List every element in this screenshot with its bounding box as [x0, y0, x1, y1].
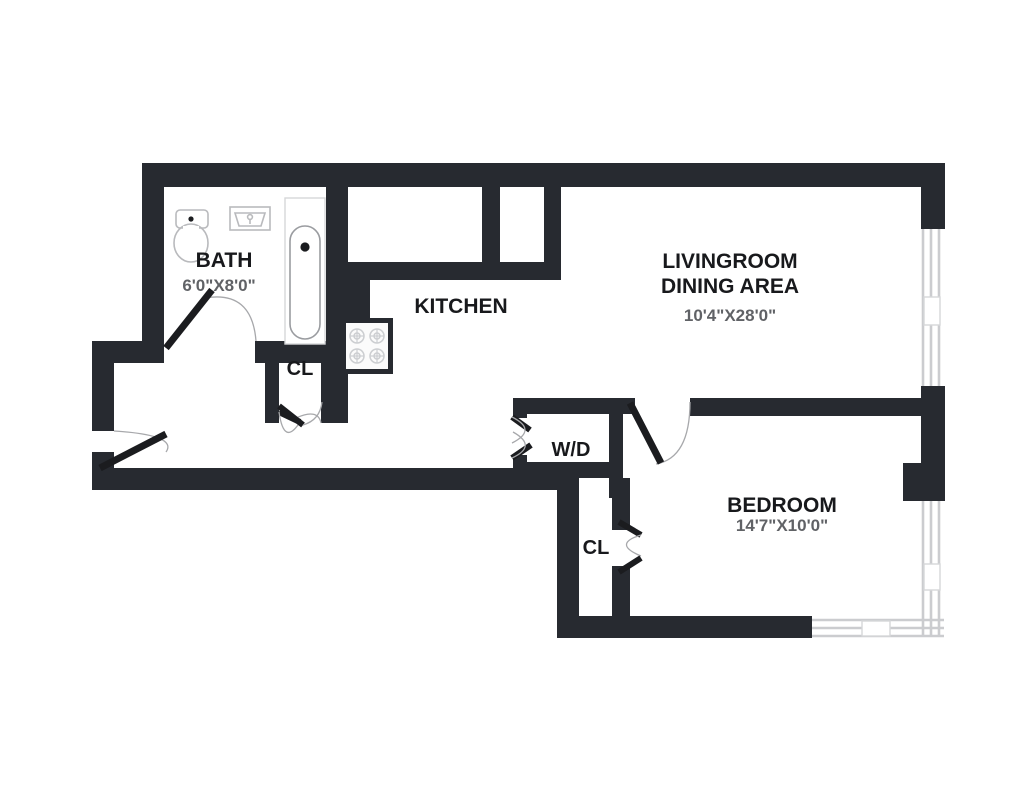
room-label-washer-dryer: W/D — [552, 439, 591, 461]
bath-fixtures-group — [173, 197, 326, 345]
wall-cl-upper-bottom-left — [265, 401, 279, 423]
entry-door — [98, 430, 169, 472]
wall-bedroom-bottom — [557, 616, 812, 638]
wall-bedroom-top — [690, 398, 923, 416]
closet-upper-door — [277, 401, 323, 433]
wall-cl-lower-top — [612, 478, 630, 530]
room-label-bedroom: BEDROOM — [727, 494, 837, 517]
room-dimension-bath: 6'0"X8'0" — [182, 276, 255, 295]
wall-bedroom-bottom-right — [790, 616, 812, 638]
doors-group — [98, 287, 691, 575]
wall-right-mid — [921, 386, 945, 501]
walls-group — [92, 163, 945, 638]
sink-icon — [229, 206, 271, 231]
wall-wd-left-top — [513, 398, 527, 418]
room-labels-group: BATH 6'0"X8'0" KITCHEN CL LIVINGROOM DIN… — [182, 249, 837, 559]
wall-left-jog-vertical — [92, 341, 114, 431]
room-label-kitchen: KITCHEN — [414, 295, 507, 318]
bathtub-icon — [284, 197, 326, 345]
wall-bedroom-left — [557, 478, 579, 638]
room-dimension-bedroom: 14'7"X10'0" — [736, 516, 828, 535]
wall-cl-lower-bottom — [612, 566, 630, 618]
stove-burner — [349, 348, 365, 364]
wall-bath-left — [142, 187, 164, 347]
wall-kitchen-counter — [348, 262, 500, 280]
wall-column-bedroom — [903, 463, 923, 501]
wall-kitchen-alcove-left — [482, 187, 500, 280]
wall-bath-right — [326, 187, 348, 347]
toilet-icon — [173, 209, 209, 263]
stove-burners-group — [349, 328, 385, 364]
bedroom-door — [626, 401, 691, 465]
bedroom-window-south — [796, 618, 944, 638]
room-label-closet-upper: CL — [287, 358, 314, 380]
stove-burner — [349, 328, 365, 344]
wall-wd-bottom — [513, 462, 623, 478]
room-label-dining-area: DINING AREA — [661, 275, 799, 298]
wall-kitchen-alcove-bottom — [482, 262, 550, 280]
stove-burner — [369, 348, 385, 364]
windows-group — [796, 228, 944, 638]
room-dimension-livingroom: 10'4"X28'0" — [684, 306, 776, 325]
room-label-closet-lower: CL — [583, 537, 610, 559]
closet-lower-door — [617, 519, 643, 575]
livingroom-window-east — [921, 228, 941, 388]
wall-right-upper — [921, 163, 945, 229]
bedroom-window-east — [921, 500, 941, 636]
stove-burner — [369, 328, 385, 344]
room-label-livingroom: LIVINGROOM — [662, 250, 797, 273]
wall-wd-top — [513, 398, 623, 414]
wd-door — [510, 414, 533, 461]
wall-hall-bottom — [92, 468, 562, 490]
wall-kitchen-alcove-right — [544, 187, 561, 280]
bath-door — [163, 287, 257, 351]
wall-top-exterior — [142, 163, 945, 187]
wall-cl-upper-bottom-right — [321, 401, 348, 423]
room-label-bath: BATH — [196, 249, 253, 272]
